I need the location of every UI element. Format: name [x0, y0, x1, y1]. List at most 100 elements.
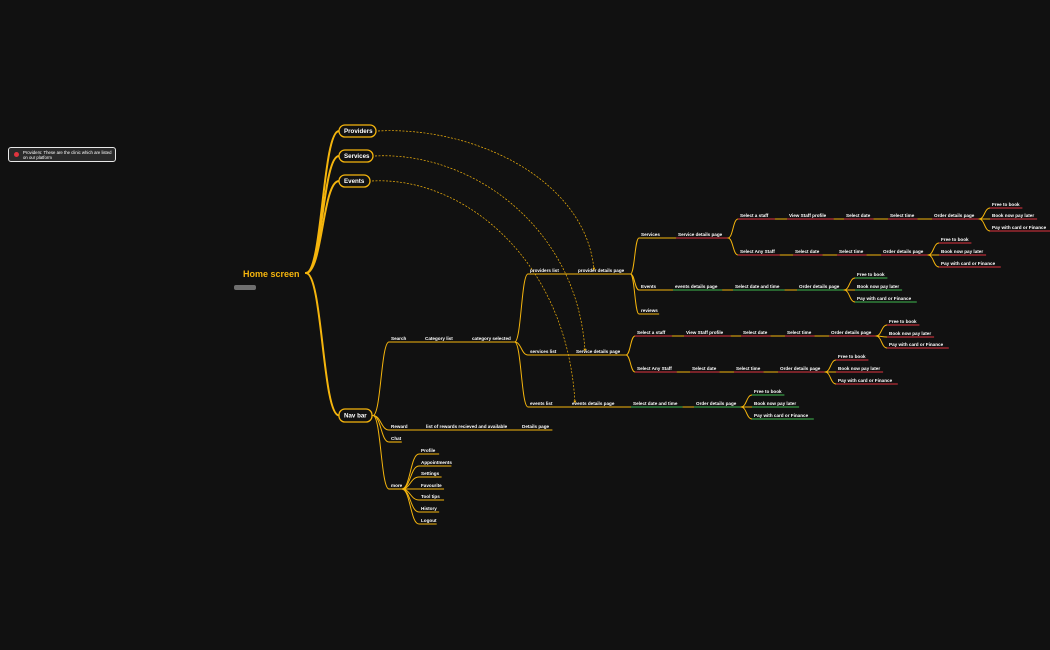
branch-link	[372, 341, 390, 416]
branch-link	[843, 289, 856, 303]
node-p-free-1[interactable]: Free to book	[992, 202, 1020, 207]
node-settings[interactable]: Settings	[421, 471, 440, 476]
node-rewards-list[interactable]: list of rewards recieved and available	[426, 424, 508, 429]
branch-link	[843, 277, 856, 291]
reference-arrow	[377, 130, 596, 271]
node-e-free[interactable]: Free to book	[754, 389, 782, 394]
branch-link	[927, 242, 940, 256]
node-profile[interactable]: Profile	[421, 448, 436, 453]
node-p-order-1[interactable]: Order details page	[934, 213, 975, 218]
node-s-book-later-2[interactable]: Book now pay later	[838, 366, 880, 371]
node-e-select-dt[interactable]: Select date and time	[633, 401, 678, 406]
node-s-select-date-2[interactable]: Select date	[692, 366, 717, 371]
node-providers-box[interactable]	[338, 124, 377, 138]
node-providers-list[interactable]: providers list	[530, 268, 559, 273]
node-provider-details-page[interactable]: provider details page	[578, 268, 625, 273]
node-p-select-any[interactable]: Select Any Staff	[740, 249, 775, 254]
node-reward[interactable]: Reward	[391, 424, 408, 429]
node-p-services[interactable]: Services	[641, 232, 660, 237]
note-text: Providers: These are the clinic which ar…	[23, 150, 112, 160]
node-e-book-later[interactable]: Book now pay later	[754, 401, 796, 406]
branch-link	[305, 180, 340, 274]
node-details-page[interactable]: Details page	[522, 424, 550, 429]
node-s-view-staff[interactable]: View Staff profile	[686, 330, 724, 335]
node-p-service-details[interactable]: Service details page	[678, 232, 723, 237]
node-services-box[interactable]	[338, 149, 374, 163]
node-p-book-later-1[interactable]: Book now pay later	[992, 213, 1034, 218]
branch-link	[824, 371, 837, 385]
node-e-pay-card[interactable]: Pay with card or Finance	[754, 413, 809, 418]
branch-link	[625, 335, 636, 356]
node-s-free-1[interactable]: Free to book	[889, 319, 917, 324]
node-e-order[interactable]: Order details page	[696, 401, 737, 406]
node-p-select-time-2[interactable]: Select time	[839, 249, 864, 254]
node-s-select-date-1[interactable]: Select date	[743, 330, 768, 335]
node-s-select-time-2[interactable]: Select time	[736, 366, 761, 371]
node-service-details-page[interactable]: Service details page	[576, 349, 621, 354]
node-s-book-later-1[interactable]: Book now pay later	[889, 331, 931, 336]
node-p-pay-card-1[interactable]: Pay with card or Finance	[992, 225, 1047, 230]
node-p-order-2[interactable]: Order details page	[883, 249, 924, 254]
node-services[interactable]: Services	[344, 153, 370, 160]
node-p-select-staff[interactable]: Select a staff	[740, 213, 769, 218]
node-p-view-staff[interactable]: View Staff profile	[789, 213, 827, 218]
branch-link	[401, 488, 420, 525]
node-p-free-3[interactable]: Free to book	[857, 272, 885, 277]
node-appointments[interactable]: Appointments	[421, 460, 452, 465]
node-history[interactable]: History	[421, 506, 437, 511]
node-events-details-page[interactable]: events details page	[572, 401, 615, 406]
node-p-book-later-3[interactable]: Book now pay later	[857, 284, 899, 289]
collapse-tag[interactable]	[234, 285, 256, 290]
node-services-list[interactable]: services list	[530, 349, 557, 354]
branch-link	[514, 341, 529, 356]
node-s-order-2[interactable]: Order details page	[780, 366, 821, 371]
node-s-select-staff[interactable]: Select a staff	[637, 330, 666, 335]
node-p-pay-card-3[interactable]: Pay with card or Finance	[857, 296, 912, 301]
node-s-order-1[interactable]: Order details page	[831, 330, 872, 335]
branch-link	[978, 207, 991, 220]
node-p-events-details[interactable]: events details page	[675, 284, 718, 289]
node-more[interactable]: more	[391, 483, 403, 488]
node-p-free-2[interactable]: Free to book	[941, 237, 969, 242]
node-chat[interactable]: Chat	[391, 436, 402, 441]
node-p-select-date-2[interactable]: Select date	[795, 249, 820, 254]
node-p-select-time-1[interactable]: Select time	[890, 213, 915, 218]
branch-link	[727, 218, 739, 239]
branch-link	[514, 273, 529, 343]
node-logout[interactable]: Logout	[421, 518, 437, 523]
node-p-reviews[interactable]: reviews	[641, 308, 658, 313]
node-s-select-time-1[interactable]: Select time	[787, 330, 812, 335]
node-s-pay-card-1[interactable]: Pay with card or Finance	[889, 342, 944, 347]
node-navbar[interactable]: Nav bar	[344, 413, 367, 420]
node-p-events[interactable]: Events	[641, 284, 657, 289]
node-search[interactable]: Search	[391, 336, 407, 341]
node-s-pay-card-2[interactable]: Pay with card or Finance	[838, 378, 893, 383]
node-p-book-later-2[interactable]: Book now pay later	[941, 249, 983, 254]
branch-link	[927, 254, 940, 268]
node-p-select-date-1[interactable]: Select date	[846, 213, 871, 218]
node-navbar-box[interactable]	[338, 408, 373, 423]
branch-link	[824, 359, 837, 373]
node-p-select-dt[interactable]: Select date and time	[735, 284, 780, 289]
node-events-list[interactable]: events list	[530, 401, 553, 406]
branch-link	[875, 324, 888, 337]
node-tool-tips[interactable]: Tool tips	[421, 494, 440, 499]
node-p-order-3[interactable]: Order details page	[799, 284, 840, 289]
node-events-box[interactable]	[338, 174, 371, 188]
node-category-list[interactable]: Category list	[425, 336, 453, 341]
node-providers[interactable]: Providers	[344, 128, 373, 135]
pin-icon	[14, 152, 19, 157]
node-p-pay-card-2[interactable]: Pay with card or Finance	[941, 261, 996, 266]
node-s-free-2[interactable]: Free to book	[838, 354, 866, 359]
node-s-select-any[interactable]: Select Any Staff	[637, 366, 672, 371]
node-events[interactable]: Events	[344, 178, 365, 185]
branch-link	[372, 415, 390, 490]
note-card[interactable]: Providers: These are the clinic which ar…	[8, 147, 116, 162]
branch-link	[625, 354, 636, 373]
node-category-selected[interactable]: category selected	[472, 336, 511, 341]
root-node[interactable]: Home screen	[243, 269, 300, 279]
node-favourite[interactable]: Favourite	[421, 483, 442, 488]
branch-link	[305, 272, 340, 417]
